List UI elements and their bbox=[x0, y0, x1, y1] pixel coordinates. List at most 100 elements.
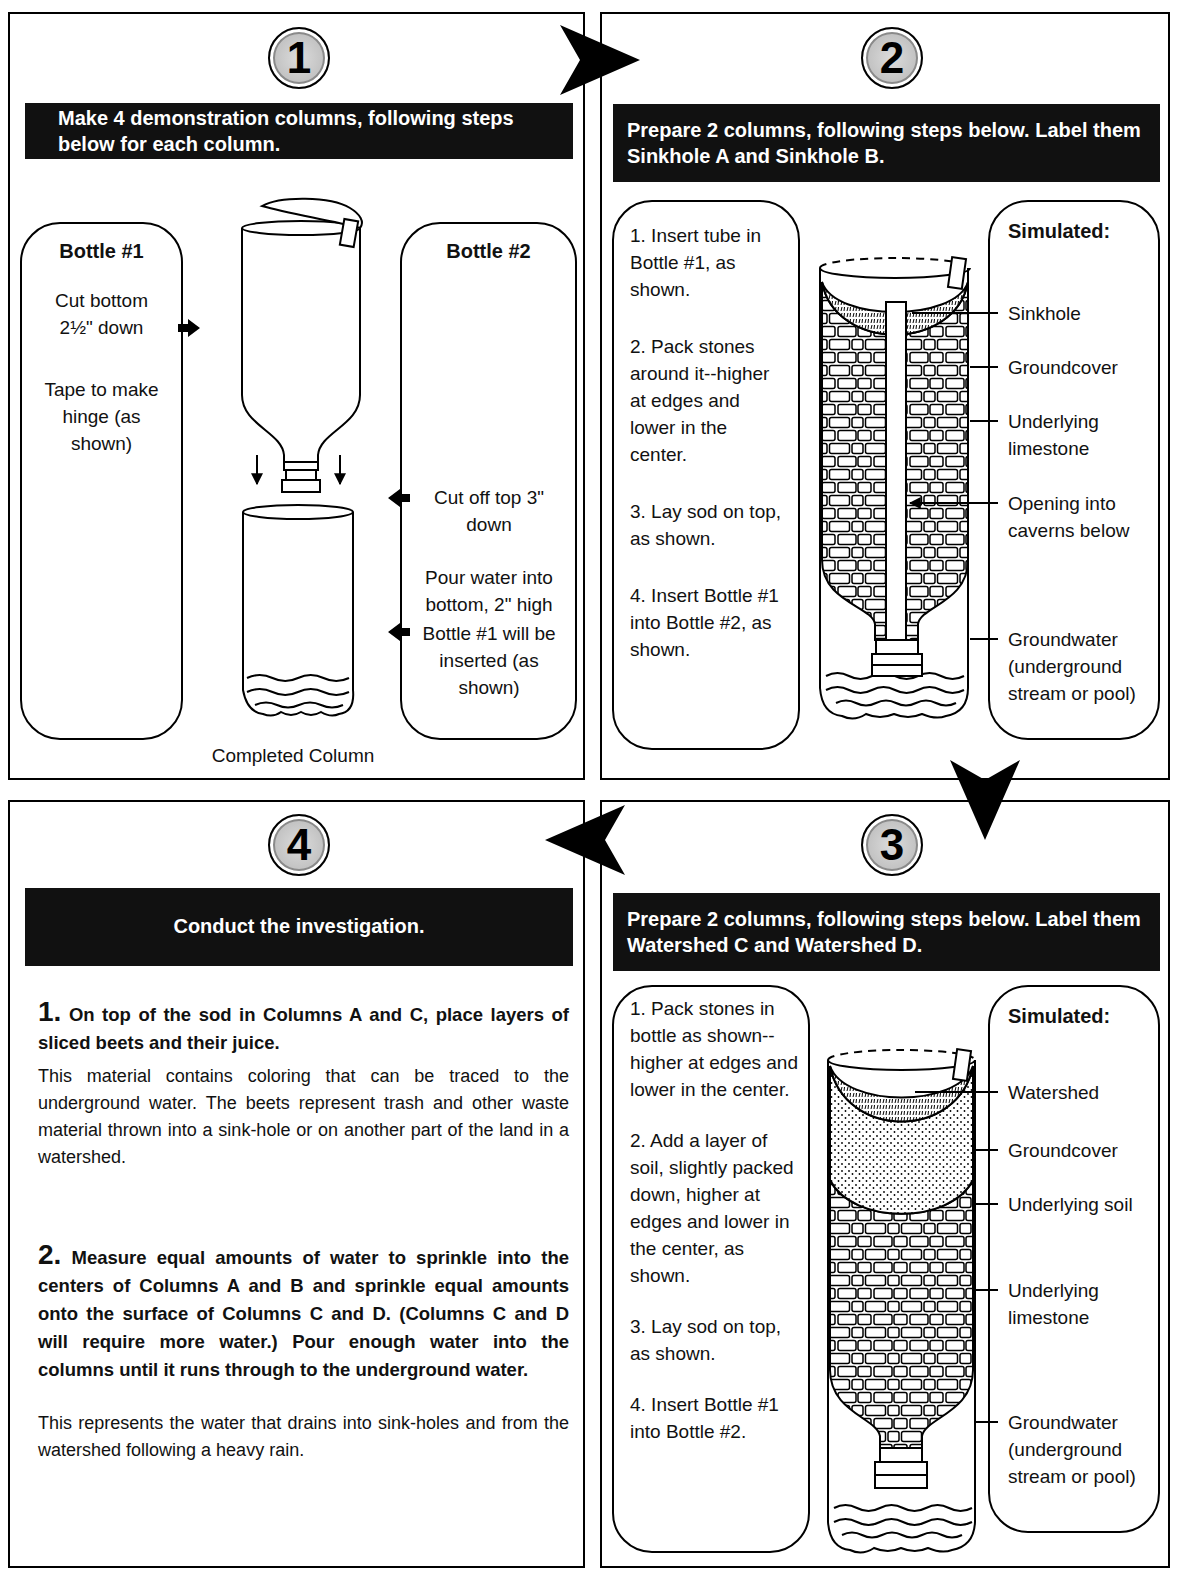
steps-box: 1. Pack stones in bottle as shown-- high… bbox=[612, 985, 810, 1553]
simulated-box: Simulated: SinkholeGroundcoverUnderlying … bbox=[988, 200, 1160, 740]
bottle-one-piece bbox=[282, 462, 320, 492]
sinkhole-column bbox=[886, 302, 906, 640]
simulated-label: Simulated: bbox=[1008, 1003, 1156, 1030]
instruction-text: Bottle #1 will be inserted (as shown) bbox=[414, 620, 564, 701]
step-panel: 3Prepare 2 columns, following steps belo… bbox=[600, 800, 1170, 1568]
procedure-text: 1. On top of the sod in Columns A and C,… bbox=[38, 998, 569, 1057]
step-heading-bar: Make 4 demonstration columns, following … bbox=[25, 103, 573, 159]
bottle-two-piece bbox=[243, 505, 353, 519]
leader-lines bbox=[970, 420, 998, 422]
simulated-label: Sinkhole bbox=[1008, 300, 1156, 327]
procedure-text: This material contains coloring that can… bbox=[38, 1063, 569, 1171]
step-number-badge: 2 bbox=[861, 27, 923, 89]
step-panel: 1. On top of the sod in Columns A and C,… bbox=[8, 800, 585, 1568]
leader-lines bbox=[970, 638, 998, 640]
instruction-text: Cut bottom 2½" down bbox=[36, 287, 167, 341]
bottle-one-piece bbox=[242, 228, 360, 462]
instruction-step: 1. Pack stones in bottle as shown-- high… bbox=[630, 995, 798, 1103]
simulated-label: Opening into caverns below bbox=[1008, 490, 1156, 544]
simulated-label: Groundcover bbox=[1008, 354, 1156, 381]
bottle-two-piece bbox=[243, 505, 353, 716]
step-number: 2 bbox=[863, 29, 921, 87]
simulated-label: Simulated: bbox=[1008, 218, 1156, 245]
step-heading-bar: Prepare 2 columns, following steps below… bbox=[613, 893, 1160, 971]
simulated-label: Groundcover bbox=[1008, 1137, 1156, 1164]
flow-arrow bbox=[983, 780, 987, 800]
instruction-step: 1. Insert tube in Bottle #1, as shown. bbox=[630, 222, 788, 303]
sinkhole-column bbox=[836, 701, 956, 706]
instruction-text: Bottle #2 bbox=[402, 238, 575, 265]
procedure-text: This represents the water that drains in… bbox=[38, 1410, 569, 1464]
instruction-step: 4. Insert Bottle #1 into Bottle #2, as s… bbox=[630, 582, 788, 663]
step-heading: Make 4 demonstration columns, following … bbox=[58, 105, 553, 157]
leader-lines bbox=[975, 1149, 998, 1151]
leader-lines bbox=[915, 1091, 998, 1093]
sinkhole-column bbox=[822, 282, 968, 640]
step-heading-bar: Prepare 2 columns, following steps below… bbox=[613, 104, 1160, 182]
simulated-label: Watershed bbox=[1008, 1079, 1156, 1106]
insert-arrows bbox=[256, 455, 258, 484]
step-panel: Completed Column 1Make 4 demonstration co… bbox=[8, 12, 585, 780]
procedure-text: 2. Measure equal amounts of water to spr… bbox=[38, 1241, 569, 1384]
watershed-column bbox=[834, 1519, 972, 1525]
sinkhole-column bbox=[820, 268, 970, 278]
leader-lines bbox=[912, 312, 998, 314]
simulated-label: Underlying limestone bbox=[1008, 408, 1156, 462]
step-number: 1 bbox=[270, 29, 328, 87]
instruction-step: 2. Pack stones around it--higher at edge… bbox=[630, 333, 788, 468]
watershed-column bbox=[834, 1505, 972, 1511]
step-panel: 2Prepare 2 columns, following steps belo… bbox=[600, 12, 1170, 780]
watershed-column bbox=[875, 1462, 927, 1488]
instruction-text: Bottle #1 bbox=[22, 238, 181, 265]
bottle-box: Bottle #1 Cut bottom 2½" downTape to make… bbox=[20, 222, 183, 740]
sinkhole-column bbox=[872, 664, 922, 666]
watershed-column bbox=[830, 1066, 973, 1122]
instruction-text: Pour water into bottom, 2" high bbox=[410, 564, 568, 618]
sinkhole-column bbox=[872, 654, 922, 676]
pointer-arrows bbox=[178, 319, 410, 641]
instruction-step: 3. Lay sod on top, as shown. bbox=[630, 1313, 798, 1367]
watershed-column bbox=[828, 1050, 975, 1060]
watershed-column bbox=[880, 1448, 922, 1462]
watershed-column bbox=[875, 1474, 927, 1476]
watershed-column bbox=[828, 1060, 975, 1070]
step-number: 3 bbox=[863, 816, 921, 874]
figure-caption: Completed Column bbox=[188, 742, 398, 769]
pointer-arrows bbox=[388, 489, 410, 507]
simulated-label: Groundwater (underground stream or pool) bbox=[1008, 626, 1156, 707]
instruction-step: 3. Lay sod on top, as shown. bbox=[630, 498, 788, 552]
leader-lines bbox=[910, 502, 998, 504]
steps-box: 1. Insert tube in Bottle #1, as shown. 2.… bbox=[612, 200, 800, 750]
bottle-two-piece bbox=[243, 512, 353, 716]
simulated-label: Underlying limestone bbox=[1008, 1277, 1156, 1331]
leader-lines bbox=[975, 1421, 998, 1423]
leader-lines bbox=[970, 366, 998, 368]
simulated-label: Groundwater (underground stream or pool) bbox=[1008, 1409, 1156, 1490]
leader-lines bbox=[975, 1289, 998, 1291]
step-number-badge: 4 bbox=[268, 814, 330, 876]
simulated-box: Simulated: WatershedGroundcoverUnderlying… bbox=[988, 985, 1160, 1533]
watershed-column bbox=[828, 1060, 975, 1553]
leader-lines bbox=[915, 1092, 998, 1422]
flow-arrow bbox=[585, 838, 600, 842]
step-heading: Prepare 2 columns, following steps below… bbox=[627, 117, 1146, 169]
bottle-two-piece bbox=[247, 689, 349, 695]
simulated-label: Underlying soil bbox=[1008, 1191, 1156, 1218]
watershed-column bbox=[830, 1180, 973, 1448]
insert-arrows bbox=[257, 455, 340, 484]
bottle-two-piece bbox=[247, 675, 349, 681]
instruction-text: Tape to make hinge (as shown) bbox=[36, 376, 167, 457]
leader-lines bbox=[975, 1203, 998, 1205]
bottle-one-piece bbox=[242, 199, 362, 492]
instruction-step: 2. Add a layer of soil, slightly packed … bbox=[630, 1127, 798, 1289]
step-number-badge: 1 bbox=[268, 27, 330, 89]
insert-arrows bbox=[339, 455, 341, 484]
watershed-column bbox=[830, 1066, 973, 1214]
watershed-column bbox=[828, 1049, 975, 1552]
sinkhole-column bbox=[820, 258, 970, 268]
step-number: 4 bbox=[270, 816, 328, 874]
sinkhole-column bbox=[948, 257, 966, 289]
flow-arrow bbox=[585, 58, 600, 62]
sinkhole-column bbox=[820, 257, 970, 718]
